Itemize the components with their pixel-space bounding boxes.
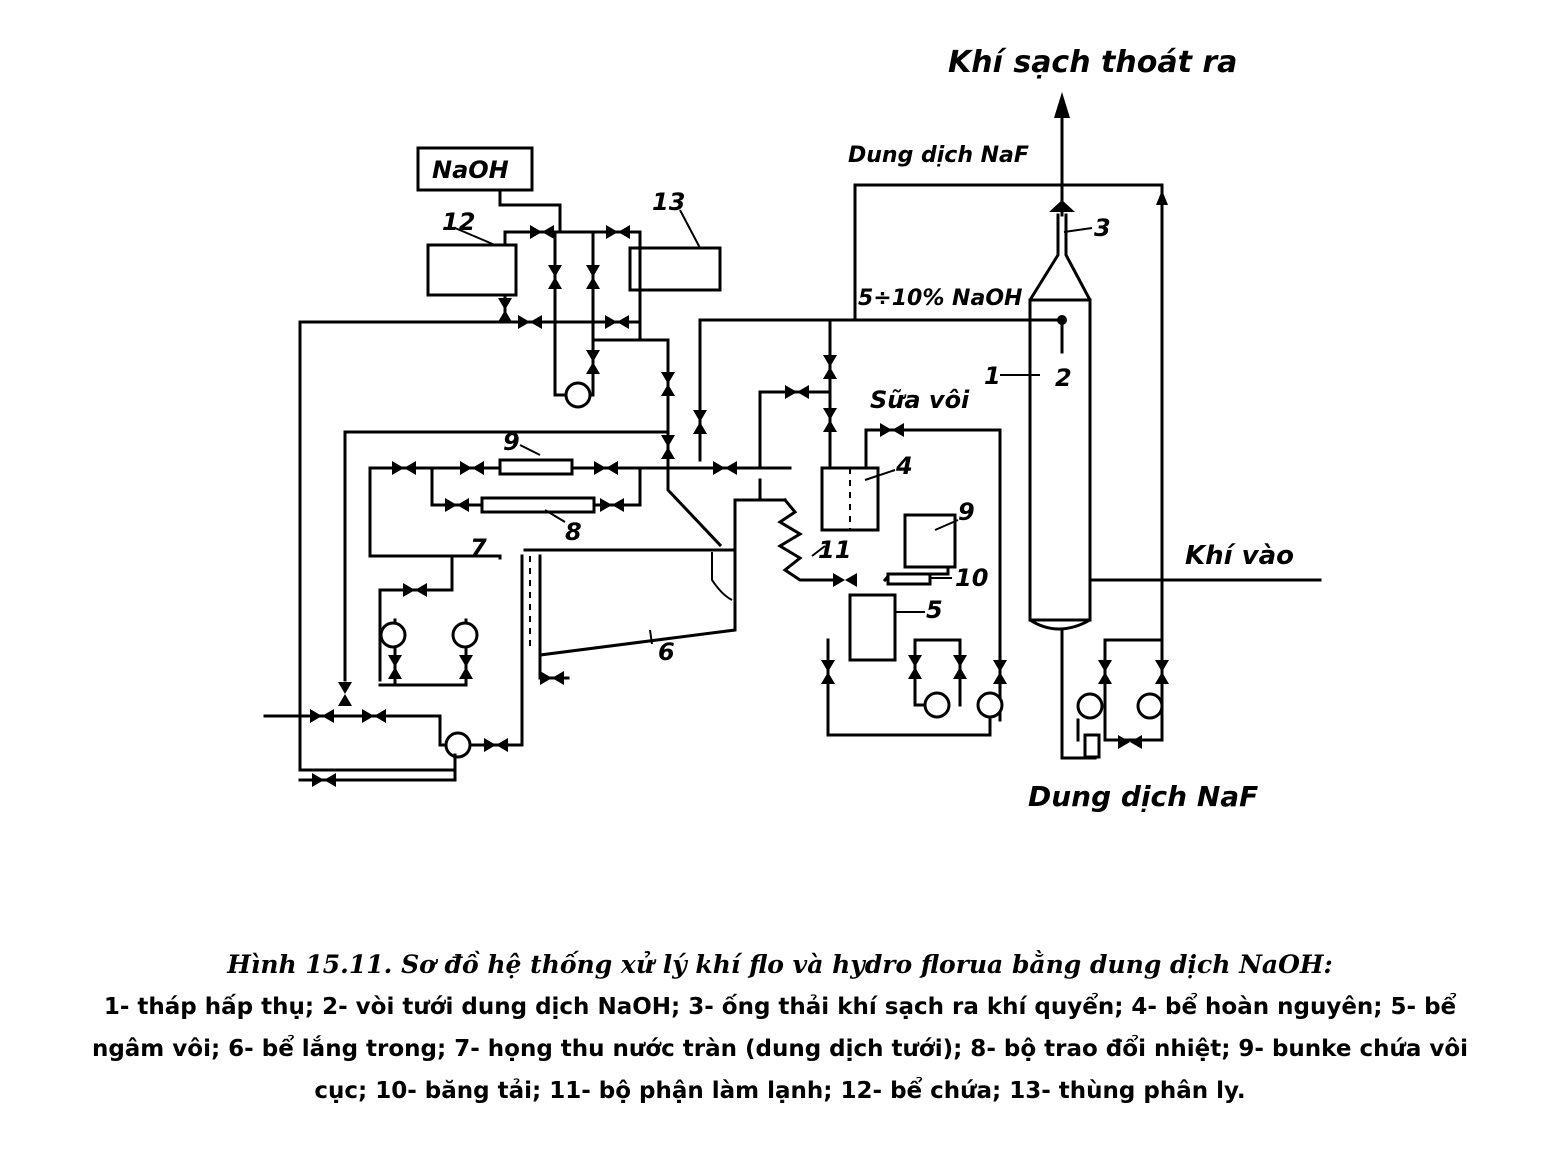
heat-exchangers [343,430,670,682]
storage-tank-12 [426,230,642,324]
regeneration-tank [820,423,1002,722]
label-9b: 9 [958,498,975,526]
naoh-tank-label: NaOH [432,156,509,184]
label-10: 10 [955,564,988,592]
caption-line-3: cục; 10- băng tải; 11- bộ phận làm lạnh;… [314,1078,1246,1104]
label-13: 13 [652,188,685,216]
gas-in-label: Khí vào [1185,541,1294,571]
caption-title: Hình 15.11. Sơ đồ hệ thống xử lý khí flo… [227,950,1333,979]
caption-body: 1- tháp hấp thụ; 2- vòi tưới dung dịch N… [60,986,1500,1112]
label-12: 12 [442,208,475,236]
figure-caption: Hình 15.11. Sơ đồ hệ thống xử lý khí flo… [60,944,1500,1112]
tower-bottom-pumps [1060,628,1169,760]
separator-tank-13 [628,246,722,292]
label-1: 1 [984,362,1001,390]
naf-top-label: Dung dịch NaF [848,143,1029,168]
left-pump-loop [368,554,502,687]
middle-lines [666,318,837,552]
label-5: 5 [926,596,943,624]
label-4: 4 [895,452,913,480]
label-3: 3 [1094,214,1111,242]
label-8: 8 [565,518,582,546]
naoh-tank [416,146,562,234]
lime-slaking-tank [821,573,1007,737]
label-2: 2 [1055,364,1072,392]
cooler-11 [777,497,842,582]
label-6: 6 [658,638,675,666]
label-7: 7 [470,534,487,562]
exhaust-stack [1049,92,1075,217]
caption-line-1: 1- tháp hấp thụ; 2- vòi tưới dung dịch N… [103,994,1457,1020]
naoh-percent-label: 5÷10% NaOH [858,286,1022,311]
settling-tank [523,466,737,685]
label-9a: 9 [503,428,520,456]
naf-top-line [853,183,1168,642]
caption-line-2: ngâm vôi; 6- bể lắng trong; 7- họng thu … [91,1036,1469,1062]
lime-milk-label: Sữa vôi [870,386,970,414]
leader-lines [454,209,1093,645]
bottom-left-inlet [263,554,524,787]
clean-gas-out-label: Khí sạch thoát ra [948,45,1237,80]
lime-bunker [882,513,957,586]
naf-bottom-label: Dung dịch NaF [1028,780,1258,813]
label-11: 11 [818,536,851,564]
absorption-tower [1028,213,1092,631]
